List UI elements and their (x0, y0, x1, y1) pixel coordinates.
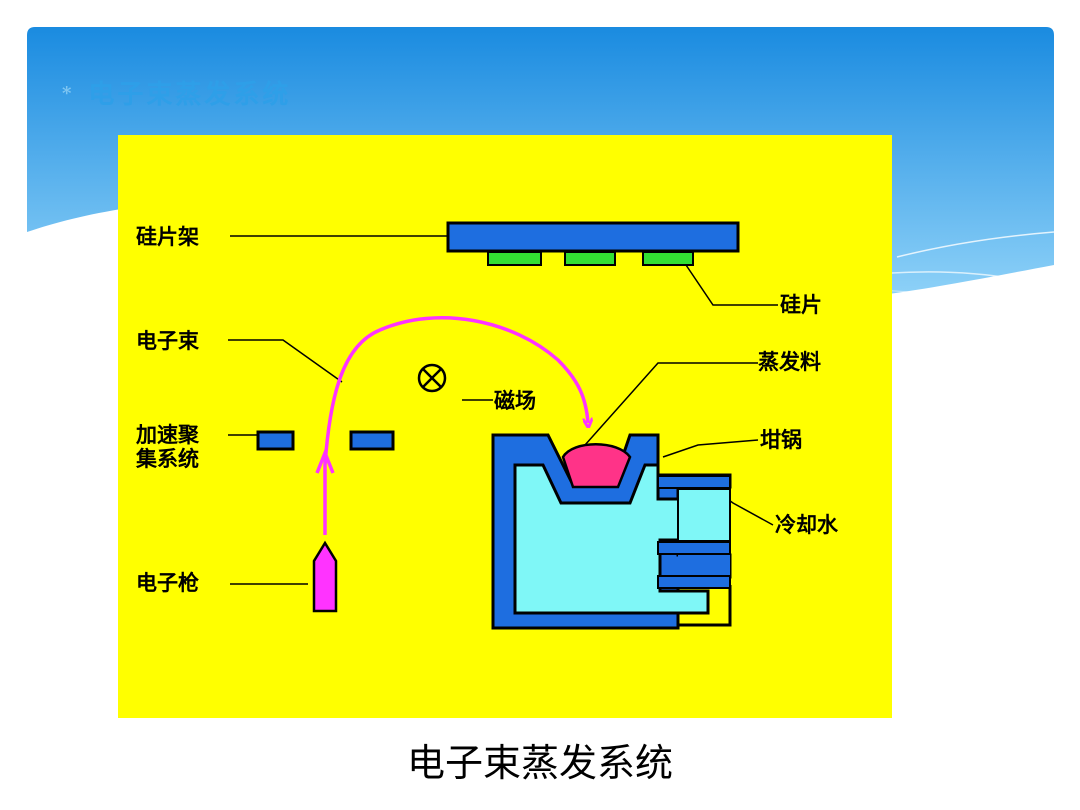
accel-plate-right (349, 430, 395, 451)
diagram-drawing (228, 221, 778, 630)
wafer-holder (446, 221, 740, 253)
label-wafer-holder: 硅片架 (136, 225, 199, 249)
label-electron-beam: 电子束 (136, 329, 199, 353)
label-cooling-water: 冷却水 (775, 513, 838, 537)
label-crucible: 坩锅 (760, 428, 802, 452)
electron-gun (312, 540, 338, 613)
label-electron-gun: 电子枪 (136, 571, 199, 595)
label-magnetic-field: 磁场 (494, 389, 536, 413)
evaporation-material (561, 443, 632, 489)
wafer-2 (564, 251, 616, 266)
magnetic-field-symbol (417, 363, 447, 393)
label-evaporation-material: 蒸发料 (758, 350, 821, 374)
wafer-3 (642, 251, 694, 266)
bullet-symbol: * (62, 83, 75, 104)
accel-plate-left (256, 430, 295, 451)
evaporation-diagram: 硅片架 硅片 电子束 蒸发料 磁场 加速聚 集系统 坩锅 冷却水 电子枪 (118, 135, 892, 718)
slide-title-text: 电子束蒸发系统 (88, 80, 292, 110)
slide-caption: 电子束蒸发系统 (406, 741, 673, 785)
electron-beam-path (323, 316, 588, 535)
wafer-1 (487, 251, 542, 266)
beam-up-arrowhead (315, 448, 335, 474)
label-accel-focus-system: 加速聚 集系统 (136, 423, 199, 471)
label-wafer: 硅片 (780, 293, 822, 317)
slide-bullet-title: * 电子束蒸发系统 (62, 74, 291, 111)
